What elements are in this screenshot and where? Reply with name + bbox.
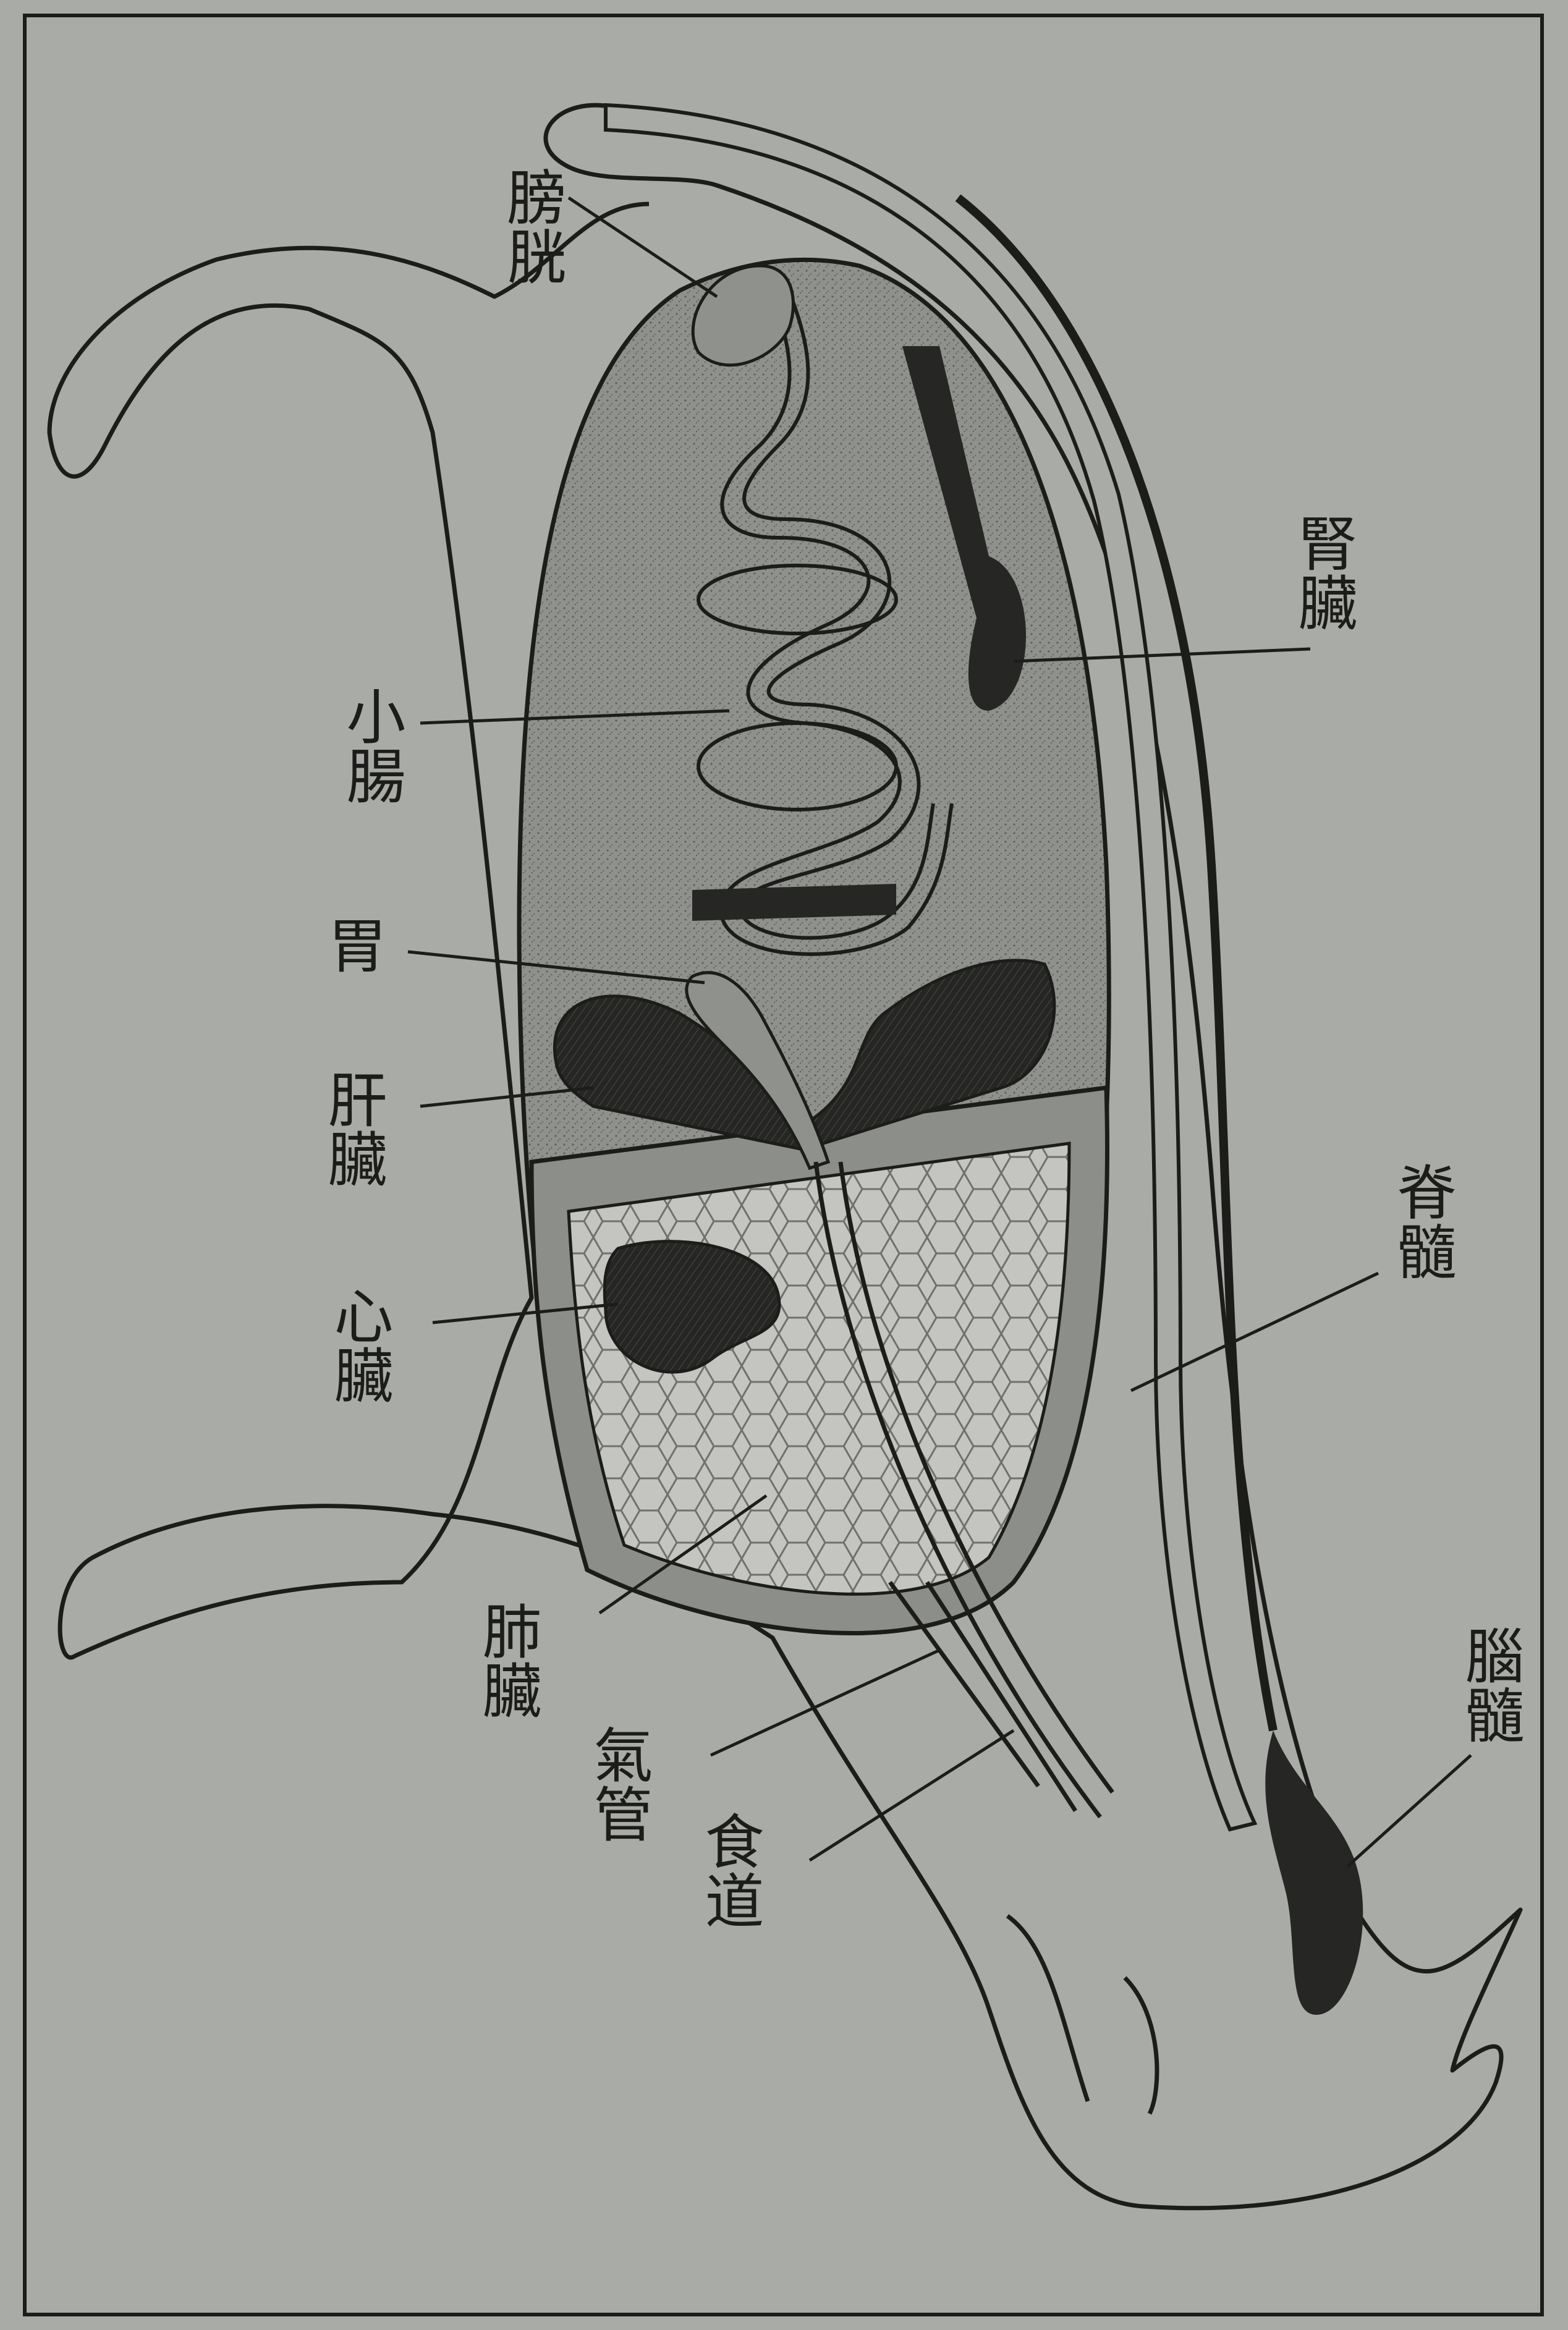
lung: [569, 1143, 1069, 1594]
label-small-intestine: 小腸: [336, 686, 405, 805]
label-liver: 肝臟: [318, 1069, 387, 1188]
label-bladder: 膀胱: [497, 167, 566, 286]
rectum-band: [692, 884, 896, 921]
label-brain: 腦髓: [1455, 1625, 1524, 1744]
label-stomach: 胃: [318, 915, 387, 974]
brain: [1265, 1731, 1363, 2015]
label-spine: 脊髓: [1387, 1162, 1456, 1281]
label-lung: 肺臟: [472, 1601, 541, 1719]
label-heart: 心臟: [324, 1286, 393, 1404]
label-esophagus: 食道: [695, 1811, 764, 1930]
label-kidney: 腎臟: [1288, 513, 1357, 632]
label-trachea: 氣管: [583, 1724, 653, 1843]
